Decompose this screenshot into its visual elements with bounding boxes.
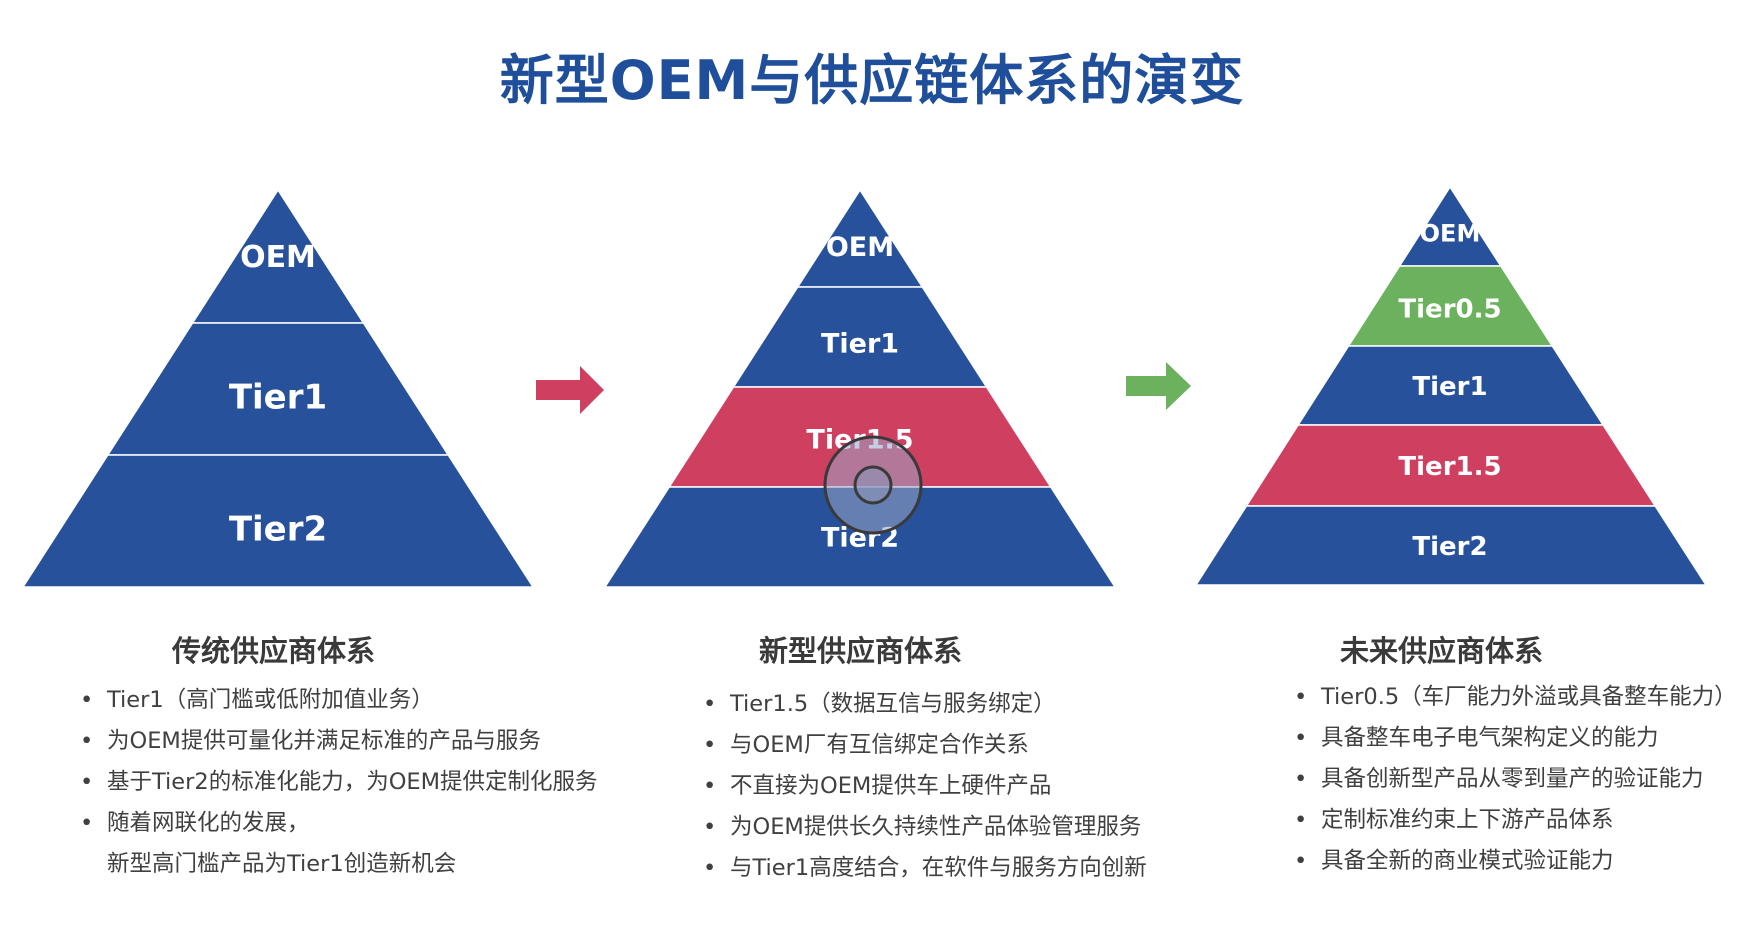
list-item: 具备整车电子电气架构定义的能力 <box>1294 718 1737 759</box>
pyramid-layer-tier2 <box>1194 505 1708 586</box>
list-item: Tier1（高门槛或低附加值业务） <box>80 680 598 721</box>
bullet-list: Tier0.5（车厂能力外溢或具备整车能力） 具备整车电子电气架构定义的能力 具… <box>1294 677 1737 882</box>
pyramid-layer-label: Tier2 <box>229 510 327 550</box>
list-item: Tier0.5（车厂能力外溢或具备整车能力） <box>1294 677 1737 718</box>
list-item: 为OEM提供可量化并满足标准的产品与服务 <box>80 721 598 762</box>
pyramid-layer-label: OEM <box>240 240 316 275</box>
list-item: 不直接为OEM提供车上硬件产品 <box>703 766 1147 807</box>
pyramid-layer-label: OEM <box>1420 220 1481 248</box>
pyramid-layer-label: Tier1 <box>1412 372 1487 402</box>
pyramid-layer-label: Tier1 <box>229 378 327 418</box>
list-item: 具备全新的商业模式验证能力 <box>1294 841 1737 882</box>
arrow-red-icon <box>536 366 604 414</box>
column-heading: 未来供应商体系 <box>1340 634 1544 668</box>
cursor-indicator-icon <box>823 435 923 535</box>
list-item: Tier1.5（数据互信与服务绑定） <box>703 684 1147 725</box>
list-item: 基于Tier2的标准化能力，为OEM提供定制化服务 <box>80 762 598 803</box>
pyramid-layer-label: Tier0.5 <box>1398 295 1501 325</box>
list-item: 与Tier1高度结合，在软件与服务方向创新 <box>703 848 1147 889</box>
pyramid-layer-label: Tier2 <box>1412 532 1487 562</box>
list-item: 随着网联化的发展，新型高门槛产品为Tier1创造新机会 <box>80 803 598 885</box>
column-heading: 新型供应商体系 <box>759 634 963 668</box>
bullet-list: Tier1.5（数据互信与服务绑定） 与OEM厂有互信绑定合作关系 不直接为OE… <box>703 684 1147 889</box>
list-item: 定制标准约束上下游产品体系 <box>1294 800 1737 841</box>
list-item: 为OEM提供长久持续性产品体验管理服务 <box>703 807 1147 848</box>
bullet-list: Tier1（高门槛或低附加值业务） 为OEM提供可量化并满足标准的产品与服务 基… <box>80 680 598 885</box>
pyramid-layer-tier2 <box>603 486 1117 588</box>
column-heading: 传统供应商体系 <box>172 634 376 668</box>
pyramid-layer-tier2 <box>21 454 535 588</box>
list-item: 与OEM厂有互信绑定合作关系 <box>703 725 1147 766</box>
pyramid-layer-label: Tier1.5 <box>1398 452 1501 482</box>
arrow-green-icon <box>1126 362 1191 410</box>
page-title: 新型OEM与供应链体系的演变 <box>499 49 1245 112</box>
pyramid-layer-label: OEM <box>826 232 894 263</box>
list-item: 具备创新型产品从零到量产的验证能力 <box>1294 759 1737 800</box>
pyramid-layer-label: Tier1 <box>821 329 899 360</box>
